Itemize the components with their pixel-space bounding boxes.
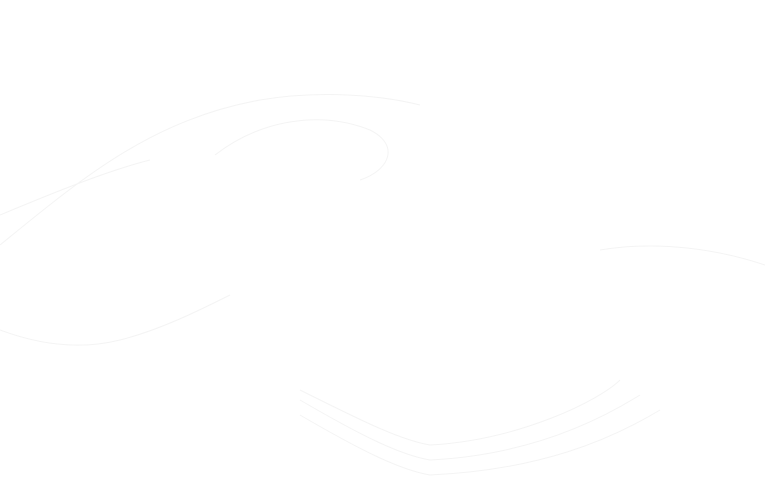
decorative-curve	[299, 409, 661, 476]
decorative-curve	[214, 119, 389, 181]
decorative-curve	[0, 94, 421, 246]
decorative-curve	[0, 159, 151, 216]
decorative-curve	[299, 379, 621, 446]
decorative-curve	[299, 394, 641, 461]
decorative-curve	[0, 294, 231, 346]
decorative-curve	[599, 245, 765, 266]
